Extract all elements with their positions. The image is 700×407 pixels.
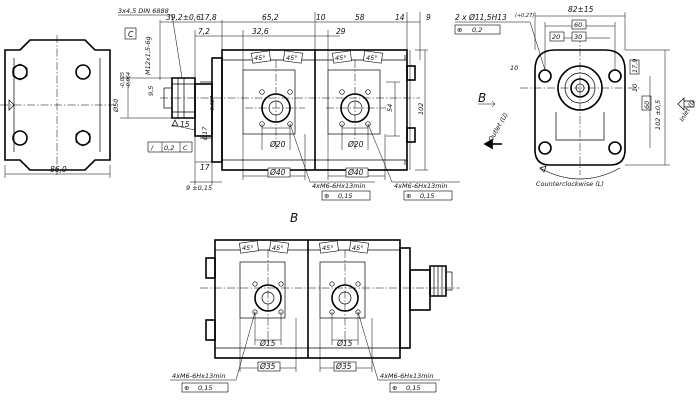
front-view: 45° 45° 45° 45° 39,2±0,6 17,8 65,2 10 58… [112,7,460,201]
bottom-pos-tol-2-symbol: ⊕ [392,384,397,392]
front-angle-1: 45° [254,54,266,62]
bottom-pos-tol-1-symbol: ⊕ [184,384,189,392]
left-width-dim: 86,0 [50,165,67,174]
dim-9: 9 [426,13,431,22]
spline-position: 0,2 [472,26,482,34]
dim-17-9: 17,9 [631,59,639,73]
front-angle-4: 45° [366,54,378,62]
front-pos-tol-2: 0,15 [420,192,434,200]
dim-32-6: 32,6 [252,27,269,36]
front-thread-holes-1: 4xM6-6Hx13min [312,182,365,190]
bottom-port-inner-1: Ø15 [259,339,276,348]
bottom-pos-tol-2: 0,15 [406,384,420,392]
bottom-angle-3: 45° [322,244,334,252]
dim-9-tol: 9 ±0,15 [186,184,212,192]
dim-10-right: 10 [631,84,639,92]
dim-20: 20 [552,33,560,41]
dim-7-2: 7,2 [198,27,210,36]
shaft-dia: Ø50 [112,99,120,113]
dim-14: 14 [395,13,405,22]
dim-39-2: 39,2±0,6 [166,13,201,22]
front-angle-3: 45° [335,54,347,62]
dim-58: 58 [355,13,365,22]
dim-17-8: 17,8 [200,13,217,22]
dim-10-left: 10 [510,64,518,72]
bottom-port-outer-1: Ø35 [259,362,276,371]
dim-60-right: 60 [643,101,651,109]
view-arrow-label: B [478,91,486,105]
dim-82: 82±15 [568,5,594,14]
tolerance-frame-value: 0,2 [164,144,174,152]
bottom-angle-2: 45° [272,244,284,252]
dim-102-right: 102 ±0,5 [654,100,662,130]
dim-10: 10 [316,13,326,22]
port-inner-2: Ø20 [347,140,364,149]
tolerance-frame-symbol: ∕ [150,144,154,152]
front-thread-holes-2: 4xM6-6Hx13min [394,182,447,190]
bottom-thread-holes-2: 4xM6-6Hx13min [380,372,433,380]
spline-note: 2 x Ø11,5H13 [455,13,507,22]
thread-note: 3x4,5 DIN 6888 [118,7,169,15]
bottom-angle-4: 45° [352,244,364,252]
dim-9-5: 9,5 [147,86,155,96]
dim-65-2: 65,2 [262,13,279,22]
dim-60: 60 [574,21,582,29]
shaft-small-tol: -0,027 [210,95,216,112]
bottom-port-outer-2: Ø35 [335,362,352,371]
thread-label: M12x1,5-6g [144,36,152,75]
bottom-thread-holes-1: 4xM6-6Hx13min [172,372,225,380]
dim-54: 54 [386,104,394,112]
bottom-view: 45° 45° 45° 45° Ø15 Ø35 Ø15 Ø35 4xM6-6Hx… [170,239,460,393]
shaft-tol-upper: -0,025 [120,72,126,88]
front-pos-tol-2-symbol: ⊕ [406,192,411,200]
bottom-angle-1: 45° [242,244,254,252]
dim-30: 30 [574,33,582,41]
datum-label: C [128,30,134,39]
port-outer-1: Ø40 [269,168,286,177]
section-label: B [290,211,298,225]
dim-shaft-small: Ø17 [201,126,209,141]
front-pos-tol-1: 0,15 [338,192,352,200]
front-angle-2: 45° [286,54,298,62]
dim-102: 102 [417,103,425,115]
dim-17: 17 [200,163,210,172]
spline-tol: (+0,27) [515,13,534,19]
dim-29: 29 [336,27,346,36]
shaft-tol-lower: -0,064 [126,72,132,88]
bottom-port-inner-2: Ø15 [336,339,353,348]
dim-angle: 15 [180,120,190,129]
left-end-view: 86,0 [0,35,115,178]
spline-pos-symbol: ⊕ [457,26,462,34]
right-end-view: 82±15 60 20 30 10 17,9 10 60 102 ±0,5 2 … [454,5,696,188]
port-outer-2: Ø40 [347,168,364,177]
outlet-label: Outlet (U) [487,111,510,143]
bottom-pos-tol-1: 0,15 [198,384,212,392]
port-inner-1: Ø20 [269,140,286,149]
tolerance-frame-datum: C [183,144,188,152]
front-pos-tol-1-symbol: ⊕ [324,192,329,200]
rotation-label: Counterclockwise (L) [536,180,604,188]
